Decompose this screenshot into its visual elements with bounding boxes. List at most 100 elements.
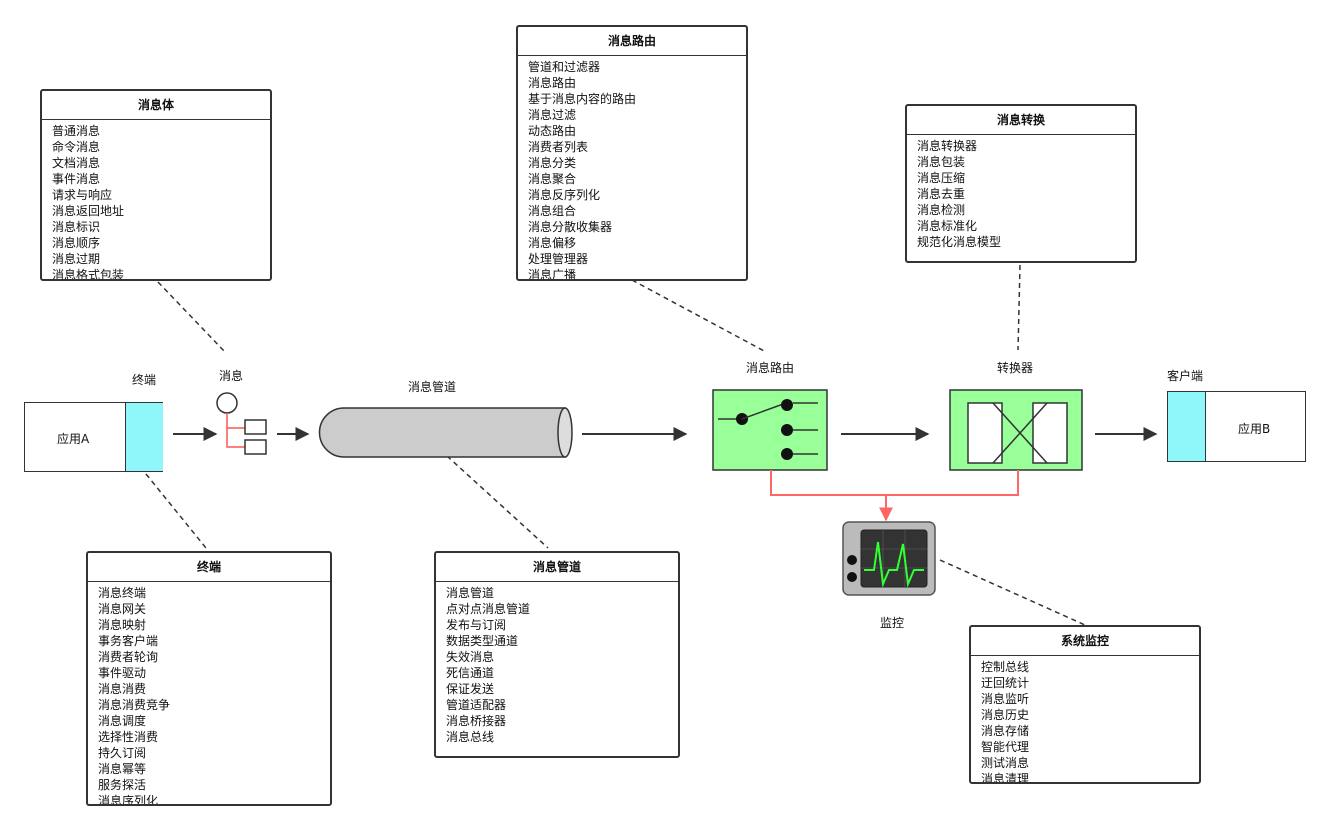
list-item: 服务探活 — [98, 778, 147, 792]
message-channel-box: 消息管道 消息管道点对点消息管道发布与订阅数据类型通道失效消息死信通道保证发送管… — [434, 551, 680, 758]
list-item: 持久订阅 — [98, 746, 147, 760]
application-b: 应用B — [1167, 391, 1306, 462]
list-item: 消息历史 — [981, 708, 1030, 722]
list-item: 消息消费 — [98, 682, 147, 696]
list-item: 消费者列表 — [528, 140, 589, 154]
message-routing-title: 消息路由 — [518, 27, 746, 56]
list-item: 控制总线 — [981, 660, 1030, 674]
list-item: 处理管理器 — [528, 252, 589, 266]
list-item: 消息反序列化 — [528, 188, 601, 202]
connector-endpoint — [145, 473, 207, 549]
list-item: 发布与订阅 — [446, 618, 507, 632]
label-monitor: 监控 — [880, 616, 905, 630]
label-client: 客户端 — [1167, 369, 1204, 383]
list-item: 消息格式包装 — [52, 268, 125, 281]
list-item: 管道适配器 — [446, 698, 507, 712]
pipe-icon — [318, 407, 573, 458]
list-item: 消息分类 — [528, 156, 577, 170]
message-routing-box: 消息路由 管道和过滤器消息路由基于消息内容的路由消息过滤动态路由消费者列表消息分… — [516, 25, 748, 281]
list-item: 消息过期 — [52, 252, 101, 266]
list-item: 事件消息 — [52, 172, 101, 186]
list-item: 选择性消费 — [98, 730, 159, 744]
endpoint-title: 终端 — [88, 553, 330, 582]
list-item: 消息返回地址 — [52, 204, 125, 218]
application-a-accent — [125, 403, 163, 471]
system-monitor-title: 系统监控 — [971, 627, 1199, 656]
label-router: 消息路由 — [746, 361, 795, 375]
list-item: 管道和过滤器 — [528, 60, 601, 74]
message-body-box: 消息体 普通消息命令消息文档消息事件消息请求与响应消息返回地址消息标识消息顺序消… — [40, 89, 272, 281]
application-a: 应用A — [24, 402, 163, 472]
list-item: 消息去重 — [917, 187, 966, 201]
list-item: 消息包装 — [917, 155, 966, 169]
router-icon — [712, 389, 828, 471]
list-item: 消息聚合 — [528, 172, 577, 186]
application-a-label: 应用A — [57, 432, 90, 446]
endpoint-box: 终端 消息终端消息网关消息映射事务客户端消费者轮询事件驱动消息消费消息消费竞争消… — [86, 551, 332, 806]
list-item: 消息清理 — [981, 772, 1030, 784]
list-item: 基于消息内容的路由 — [528, 92, 637, 106]
list-item: 消息过滤 — [528, 108, 577, 122]
list-item: 数据类型通道 — [446, 634, 519, 648]
list-item: 消息标识 — [52, 220, 101, 234]
list-item: 消息序列化 — [98, 794, 159, 806]
list-item: 消息偏移 — [528, 236, 577, 250]
translator-icon — [949, 389, 1083, 471]
application-b-label: 应用B — [1238, 422, 1271, 436]
list-item: 消息路由 — [528, 76, 577, 90]
list-item: 普通消息 — [52, 124, 101, 138]
list-item: 命令消息 — [52, 140, 101, 154]
list-item: 文档消息 — [52, 156, 101, 170]
list-item: 消息消费竞争 — [98, 698, 171, 712]
list-item: 消息顺序 — [52, 236, 101, 250]
label-channel: 消息管道 — [408, 380, 457, 394]
list-item: 消息终端 — [98, 586, 147, 600]
connector-channel — [446, 455, 549, 549]
list-item: 消息标准化 — [917, 219, 978, 233]
list-item: 消息网关 — [98, 602, 147, 616]
list-item: 消息组合 — [528, 204, 577, 218]
list-item: 动态路由 — [528, 124, 577, 138]
application-b-accent — [1168, 392, 1206, 461]
list-item: 消息幂等 — [98, 762, 147, 776]
list-item: 消息调度 — [98, 714, 147, 728]
list-item: 迂回统计 — [981, 676, 1030, 690]
list-item: 消息存储 — [981, 724, 1030, 738]
list-item: 规范化消息模型 — [917, 235, 1002, 249]
message-transform-box: 消息转换 消息转换器消息包装消息压缩消息去重消息检测消息标准化规范化消息模型 — [905, 104, 1137, 263]
system-monitor-box: 系统监控 控制总线迂回统计消息监听消息历史消息存储智能代理测试消息消息清理 — [969, 625, 1201, 784]
list-item: 消息压缩 — [917, 171, 966, 185]
message-body-title: 消息体 — [42, 91, 270, 120]
list-item: 请求与响应 — [52, 188, 113, 202]
monitor-icon — [842, 521, 936, 596]
message-channel-title: 消息管道 — [436, 553, 678, 582]
label-endpoint: 终端 — [132, 373, 157, 387]
message-icon — [216, 392, 267, 455]
list-item: 消息映射 — [98, 618, 147, 632]
label-message: 消息 — [219, 369, 244, 383]
list-item: 消费者轮询 — [98, 650, 159, 664]
list-item: 消息桥接器 — [446, 714, 507, 728]
list-item: 事务客户端 — [98, 634, 159, 648]
list-item: 消息管道 — [446, 586, 495, 600]
list-item: 消息分散收集器 — [528, 220, 613, 234]
list-item: 消息转换器 — [917, 139, 978, 153]
list-item: 消息总线 — [446, 730, 495, 744]
list-item: 死信通道 — [446, 666, 495, 680]
label-translator: 转换器 — [997, 361, 1034, 375]
list-item: 智能代理 — [981, 740, 1030, 754]
connector-monitor — [939, 559, 1086, 626]
connector-translator — [1017, 264, 1021, 351]
list-item: 失效消息 — [446, 650, 495, 664]
list-item: 消息监听 — [981, 692, 1030, 706]
message-transform-title: 消息转换 — [907, 106, 1135, 135]
list-item: 保证发送 — [446, 682, 495, 696]
list-item: 消息广播 — [528, 268, 577, 281]
list-item: 消息检测 — [917, 203, 966, 217]
list-item: 点对点消息管道 — [446, 602, 531, 616]
list-item: 事件驱动 — [98, 666, 147, 680]
connector-body-message — [157, 281, 226, 353]
list-item: 测试消息 — [981, 756, 1030, 770]
monitor-link — [770, 470, 1019, 522]
